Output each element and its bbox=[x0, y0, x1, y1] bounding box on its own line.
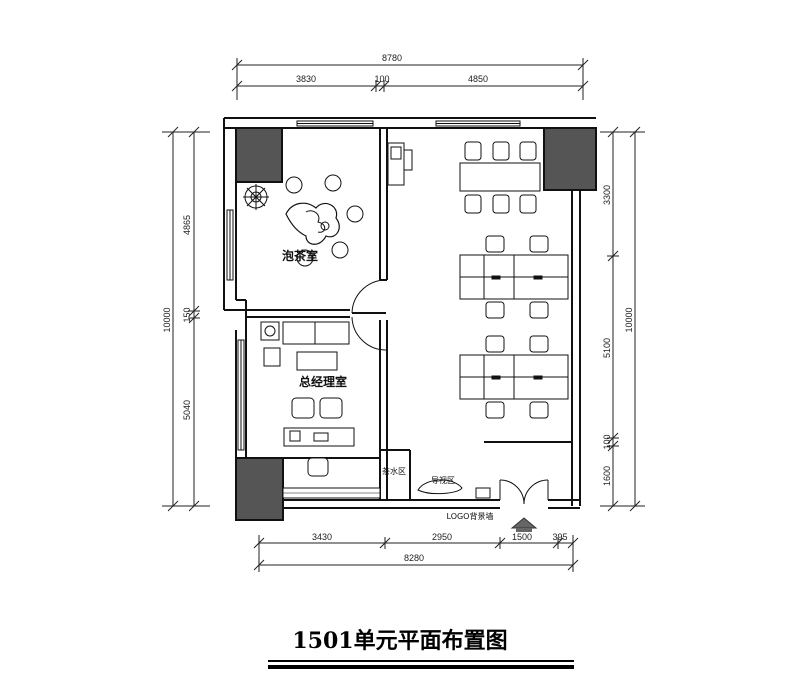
plant-icon bbox=[243, 184, 269, 210]
tea-cup bbox=[320, 221, 330, 231]
dim-right-mid: 5100 bbox=[602, 338, 612, 358]
entrance-arrow-icon bbox=[510, 517, 538, 529]
column-bottom-left bbox=[235, 457, 284, 521]
title-underline-thin bbox=[268, 660, 574, 662]
room-label-gm: 总经理室 bbox=[299, 374, 347, 389]
entrance-step bbox=[516, 528, 532, 532]
dim-right-top: 3300 bbox=[602, 185, 612, 205]
gm-desk bbox=[283, 427, 355, 477]
tea-stools bbox=[285, 174, 364, 267]
reception-desk bbox=[417, 479, 463, 495]
dim-bottom-d: 395 bbox=[552, 532, 567, 542]
column-top-right bbox=[543, 127, 597, 191]
gm-armchairs bbox=[291, 397, 343, 419]
desk-cluster-2 bbox=[459, 335, 569, 419]
dim-top-right: 4850 bbox=[468, 74, 488, 84]
page-title: 1501单元平面布置图 bbox=[292, 628, 508, 654]
room-label-tea: 泡茶室 bbox=[282, 248, 318, 263]
dim-left-total: 10000 bbox=[162, 307, 172, 332]
dim-bottom-b: 2950 bbox=[432, 532, 452, 542]
interior-walls bbox=[246, 128, 572, 500]
tea-table bbox=[285, 202, 340, 245]
outer-walls bbox=[223, 117, 596, 509]
dim-bottom-total: 8280 bbox=[404, 553, 424, 563]
left-windows bbox=[226, 209, 245, 451]
dim-top-left: 3830 bbox=[296, 74, 316, 84]
dim-right-bottom: 1600 bbox=[602, 466, 612, 486]
desk-cluster-1 bbox=[459, 235, 569, 319]
water-dispenser bbox=[387, 142, 413, 186]
door-swing-gm-office bbox=[351, 316, 387, 351]
room-label-pantry: 茶水区 bbox=[382, 466, 406, 476]
gm-sofa bbox=[260, 321, 350, 371]
column-top-left bbox=[235, 127, 283, 183]
dim-left-mid: 150 bbox=[182, 307, 192, 322]
dim-right-total: 10000 bbox=[624, 307, 634, 332]
dim-top-total: 8780 bbox=[382, 53, 402, 63]
dim-bottom-a: 3430 bbox=[312, 532, 332, 542]
right-dimensions bbox=[600, 126, 645, 512]
meeting-table bbox=[459, 162, 541, 192]
reception-cabinet bbox=[475, 487, 491, 499]
tea-table-detail bbox=[305, 210, 326, 233]
dim-right-small: 100 bbox=[602, 434, 612, 449]
dim-top-mid: 100 bbox=[374, 74, 389, 84]
left-dimensions bbox=[162, 126, 210, 512]
dim-left-upper: 4865 bbox=[182, 215, 192, 235]
floor-plan: 8780 3830 100 4850 3430 2950 1500 395 82… bbox=[162, 53, 645, 572]
top-windows bbox=[296, 120, 521, 127]
meeting-chairs bbox=[464, 141, 537, 214]
entrance-door bbox=[499, 479, 549, 505]
top-dimensions bbox=[231, 58, 589, 100]
room-label-reception: 导视区 bbox=[431, 475, 455, 485]
entrance-note: LOGO背景墙 bbox=[447, 511, 494, 521]
dim-left-lower: 5040 bbox=[182, 400, 192, 420]
dim-bottom-c: 1500 bbox=[512, 532, 532, 542]
title-underline-thick bbox=[268, 665, 574, 669]
bottom-dimensions bbox=[253, 535, 579, 572]
door-swing-tea-room bbox=[351, 279, 387, 314]
